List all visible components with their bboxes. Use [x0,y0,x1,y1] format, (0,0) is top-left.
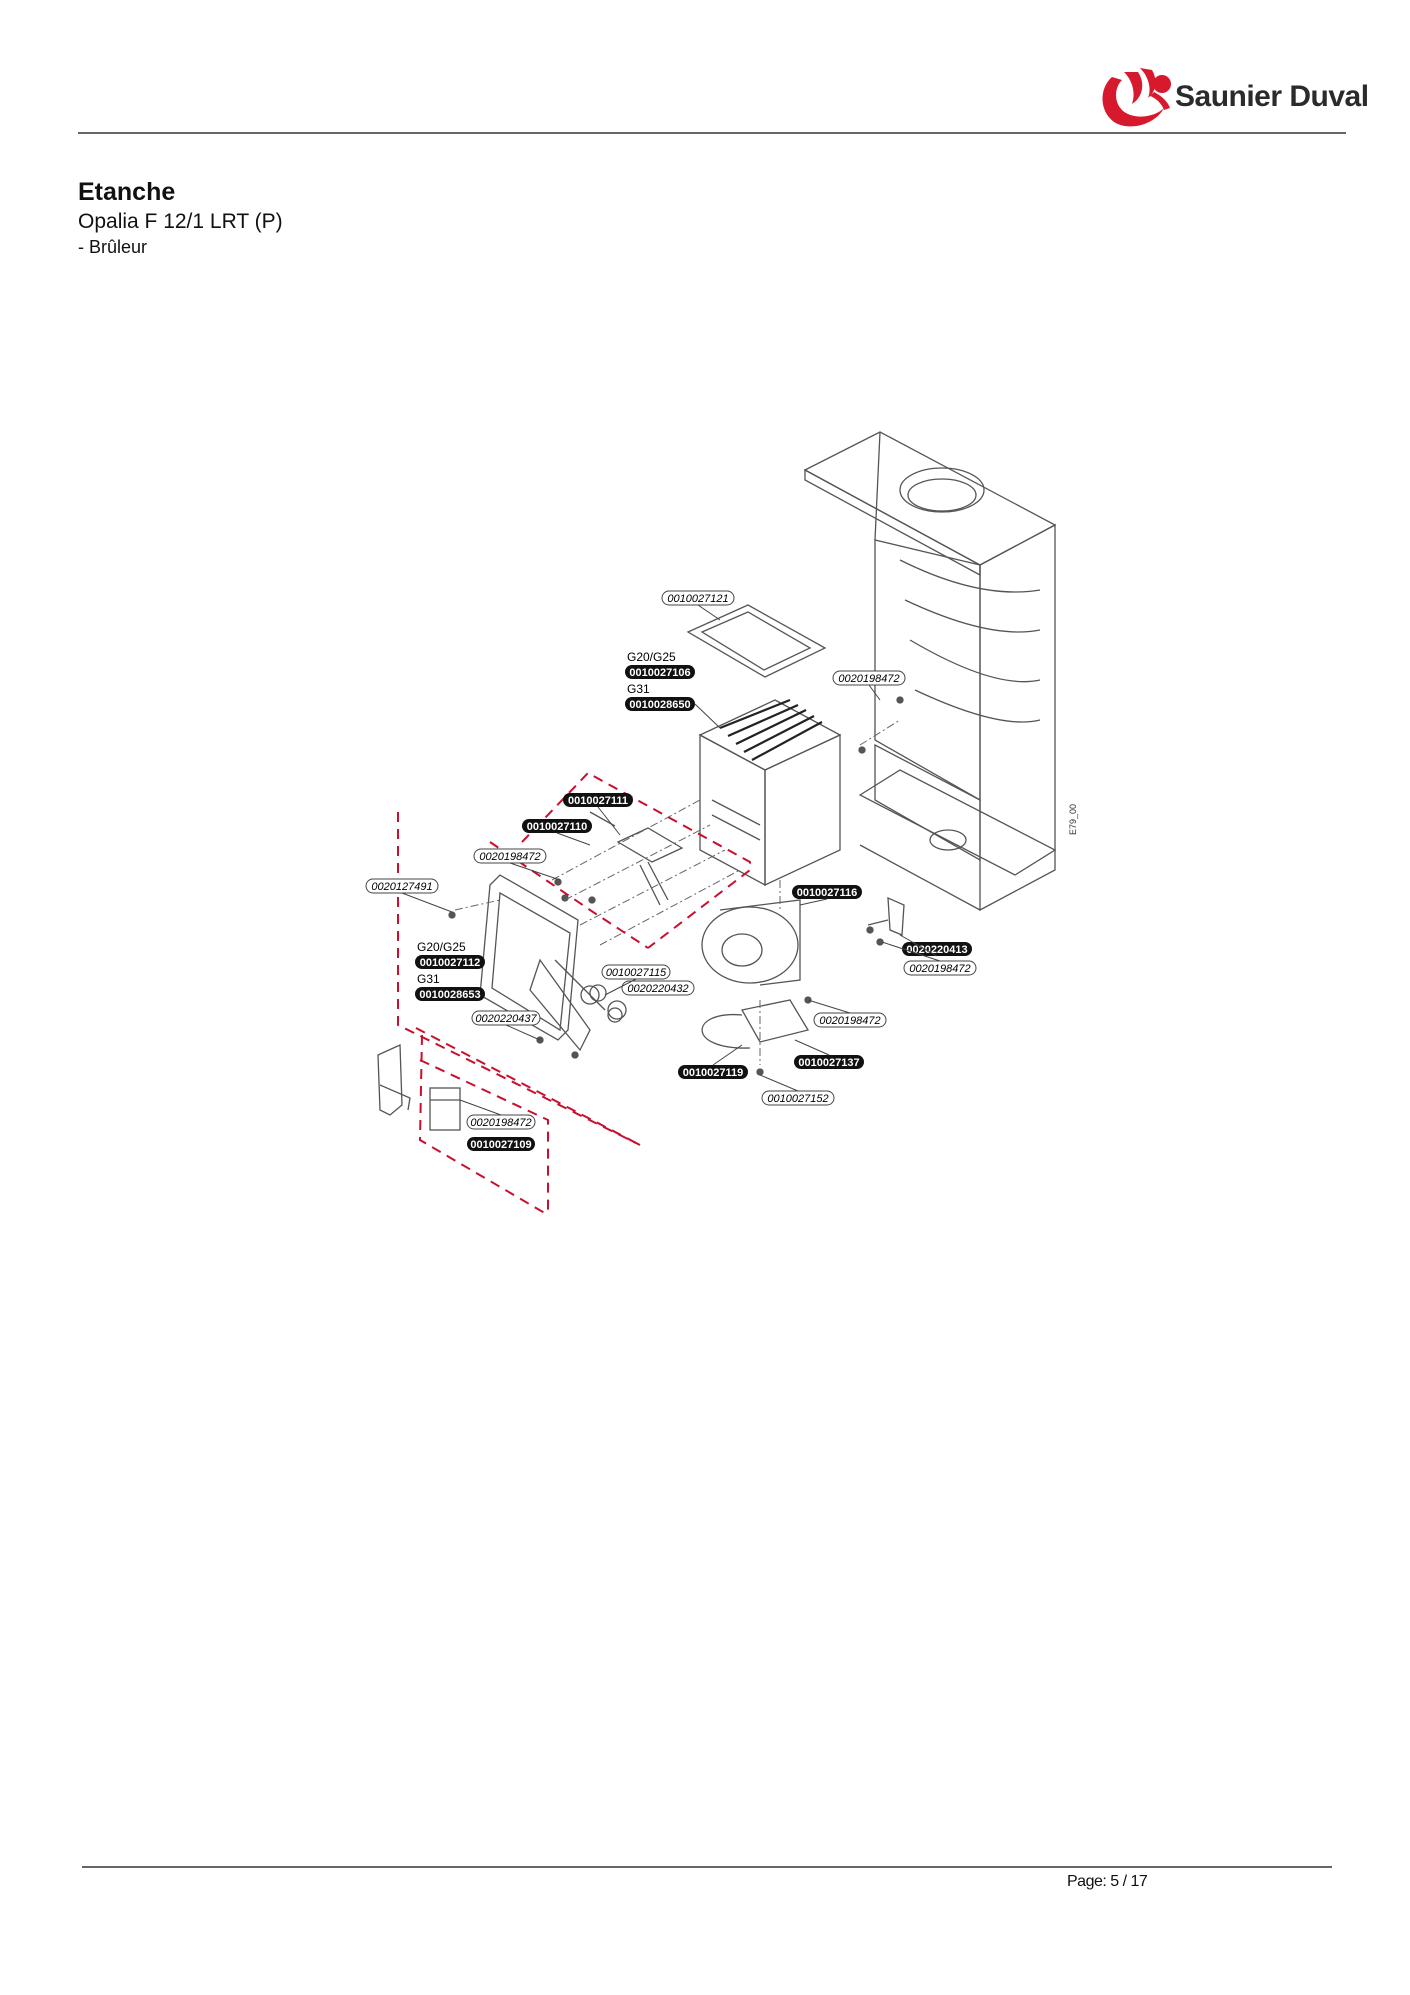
pressure-switch [701,999,810,1049]
svg-text:0010027152: 0010027152 [767,1093,828,1105]
footer-divider [82,1866,1332,1868]
svg-text:0020198472: 0020198472 [479,851,540,863]
combustion-chamber [698,698,842,887]
part-label-0020198472-c: 0020198472 [903,960,977,976]
svg-text:0020127491: 0020127491 [371,881,432,893]
svg-text:0010027119: 0010027119 [683,1067,744,1079]
svg-text:0010028653: 0010028653 [419,989,480,1001]
svg-text:0010027137: 0010027137 [798,1057,859,1069]
brand-name: Saunier Duval [1175,80,1369,113]
svg-text:0020198472: 0020198472 [838,673,899,685]
part-label-0010027109: 0010027109 [467,1137,535,1151]
part-label-0010027112: 0010027112 [415,955,485,969]
part-label-0010027111: 0010027111 [563,793,633,807]
salamander-logo-icon [1102,68,1171,127]
header-divider [78,132,1346,134]
gas-label-g31-left: G31 [417,972,440,986]
svg-text:0010028650: 0010028650 [629,699,690,711]
page-title: Etanche [78,178,176,206]
part-label-0010028653: 0010028653 [415,987,485,1001]
part-label-0020198472-a: 0020198472 [832,670,906,686]
part-label-0020220437: 0020220437 [471,1010,541,1026]
svg-text:0010027106: 0010027106 [629,667,690,679]
part-label-0010027116: 0010027116 [792,885,862,899]
gas-label-g31-top: G31 [627,682,650,696]
ignition-unit [429,1087,461,1131]
part-label-0010027152: 0010027152 [761,1090,835,1106]
gasket-frame [686,604,827,678]
leader-lines [401,604,941,1116]
part-label-0020198472-e: 0020198472 [466,1114,536,1130]
svg-text:0020220432: 0020220432 [627,983,688,995]
svg-text:0010027110: 0010027110 [527,821,588,833]
seal-ring [589,984,607,1002]
svg-text:0010027115: 0010027115 [606,967,667,979]
svg-text:0020198472: 0020198472 [819,1015,880,1027]
section-name: - Brûleur [78,237,148,257]
part-label-0020198472-b: 0020198472 [473,848,547,864]
svg-text:0020198472: 0020198472 [470,1117,531,1129]
fan-assembly [701,899,801,986]
gas-label-g20-g25-left: G20/G25 [417,940,466,954]
page-number: Page: 5 / 17 [1067,1873,1148,1890]
part-label-0020220413: 0020220413 [902,942,972,956]
electrode [589,811,684,906]
svg-text:0010027112: 0010027112 [420,957,481,969]
part-label-0010028650: 0010028650 [625,697,695,711]
part-label-0010027121: 0010027121 [661,590,735,606]
part-label-0010027106: 0010027106 [625,665,695,679]
gas-label-g20-g25-top: G20/G25 [627,650,676,664]
svg-text:0020220413: 0020220413 [906,944,967,956]
part-label-0020198472-d: 0020198472 [813,1012,887,1028]
svg-text:0010027116: 0010027116 [797,887,858,899]
part-label-0010027115: 0010027115 [601,964,671,980]
svg-text:0020220437: 0020220437 [475,1013,537,1025]
svg-text:0010027109: 0010027109 [470,1139,531,1151]
svg-text:0010027121: 0010027121 [667,593,728,605]
part-label-0010027119: 0010027119 [678,1065,748,1079]
sensor-bracket [867,896,905,936]
model-name: Opalia F 12/1 LRT (P) [78,210,283,233]
part-label-0020220432: 0020220432 [621,980,695,996]
part-label-0010027137: 0010027137 [794,1055,864,1069]
part-label-0010027110: 0010027110 [522,819,592,833]
drawing-code: E79_00 [1068,804,1078,835]
mounting-bracket [377,1044,411,1116]
svg-text:0020198472: 0020198472 [909,963,970,975]
svg-text:0010027111: 0010027111 [568,795,628,807]
part-label-0020127491: 0020127491 [365,878,439,894]
